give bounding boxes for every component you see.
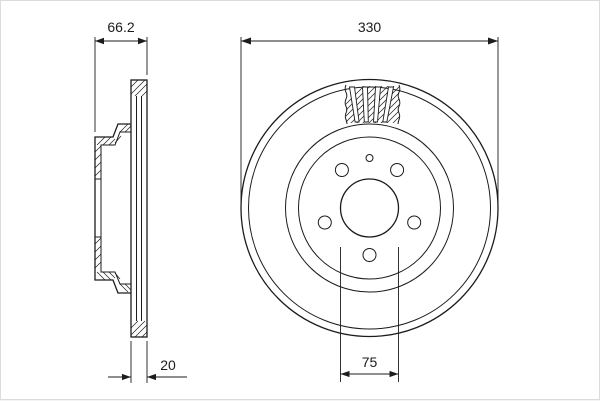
center-bore-circle (339, 178, 400, 238)
hat-outline-inner (100, 131, 131, 285)
dim-extension-lines (240, 37, 499, 204)
dim-label-outer-diameter: 330 (358, 19, 382, 35)
dim-arrow-left (122, 373, 131, 381)
vane-slot (382, 86, 395, 123)
break-line-right (397, 84, 401, 125)
bolt-hole (407, 215, 422, 230)
dim-label-center-bore: 75 (362, 354, 378, 370)
rotor-cap-hatching (130, 79, 148, 338)
hat-outline-outer (94, 123, 131, 294)
outer-edge-circle (240, 78, 499, 338)
bolt-holes (317, 163, 422, 262)
dim-extension-lines (130, 341, 148, 383)
dim-arrow-right (488, 37, 498, 45)
dim-outer-diameter: 330 (240, 19, 499, 204)
bolt-hole (362, 248, 377, 262)
dim-arrow-right (147, 373, 156, 381)
dim-arrow-left (241, 37, 251, 45)
dim-arrow-right (389, 370, 399, 378)
dim-label-thickness: 20 (160, 357, 176, 373)
hat-step-circle (298, 136, 441, 280)
dim-center-bore: 75 (340, 247, 399, 382)
vane-slot (348, 86, 360, 123)
locating-hole (365, 154, 374, 162)
vane-broken-out-section (344, 84, 401, 125)
rotor-section-outline (130, 79, 148, 338)
bolt-hole (317, 215, 332, 230)
bolt-hole (390, 163, 405, 177)
side-section-view (94, 79, 148, 338)
dim-arrow-left (340, 370, 350, 378)
hat-section-hatching (94, 123, 132, 293)
break-line-left (344, 84, 348, 125)
front-view (240, 78, 499, 338)
rim-chamfer-circle (248, 86, 491, 330)
dim-arrow-left (95, 37, 104, 45)
dim-overall-width: 66.2 (94, 19, 148, 132)
dim-label-overall-width: 66.2 (107, 19, 134, 35)
vane-hatching (346, 86, 399, 123)
vane-hatch-lines (346, 86, 399, 123)
dim-arrow-right (138, 37, 147, 45)
vane-slot (373, 86, 381, 123)
dim-disc-thickness: 20 (108, 341, 187, 383)
dim-extension-lines (340, 247, 399, 382)
bolt-hole (334, 163, 349, 177)
friction-inner-circle (285, 123, 454, 293)
vane-slot (362, 86, 369, 123)
dim-extension-lines (94, 37, 148, 132)
